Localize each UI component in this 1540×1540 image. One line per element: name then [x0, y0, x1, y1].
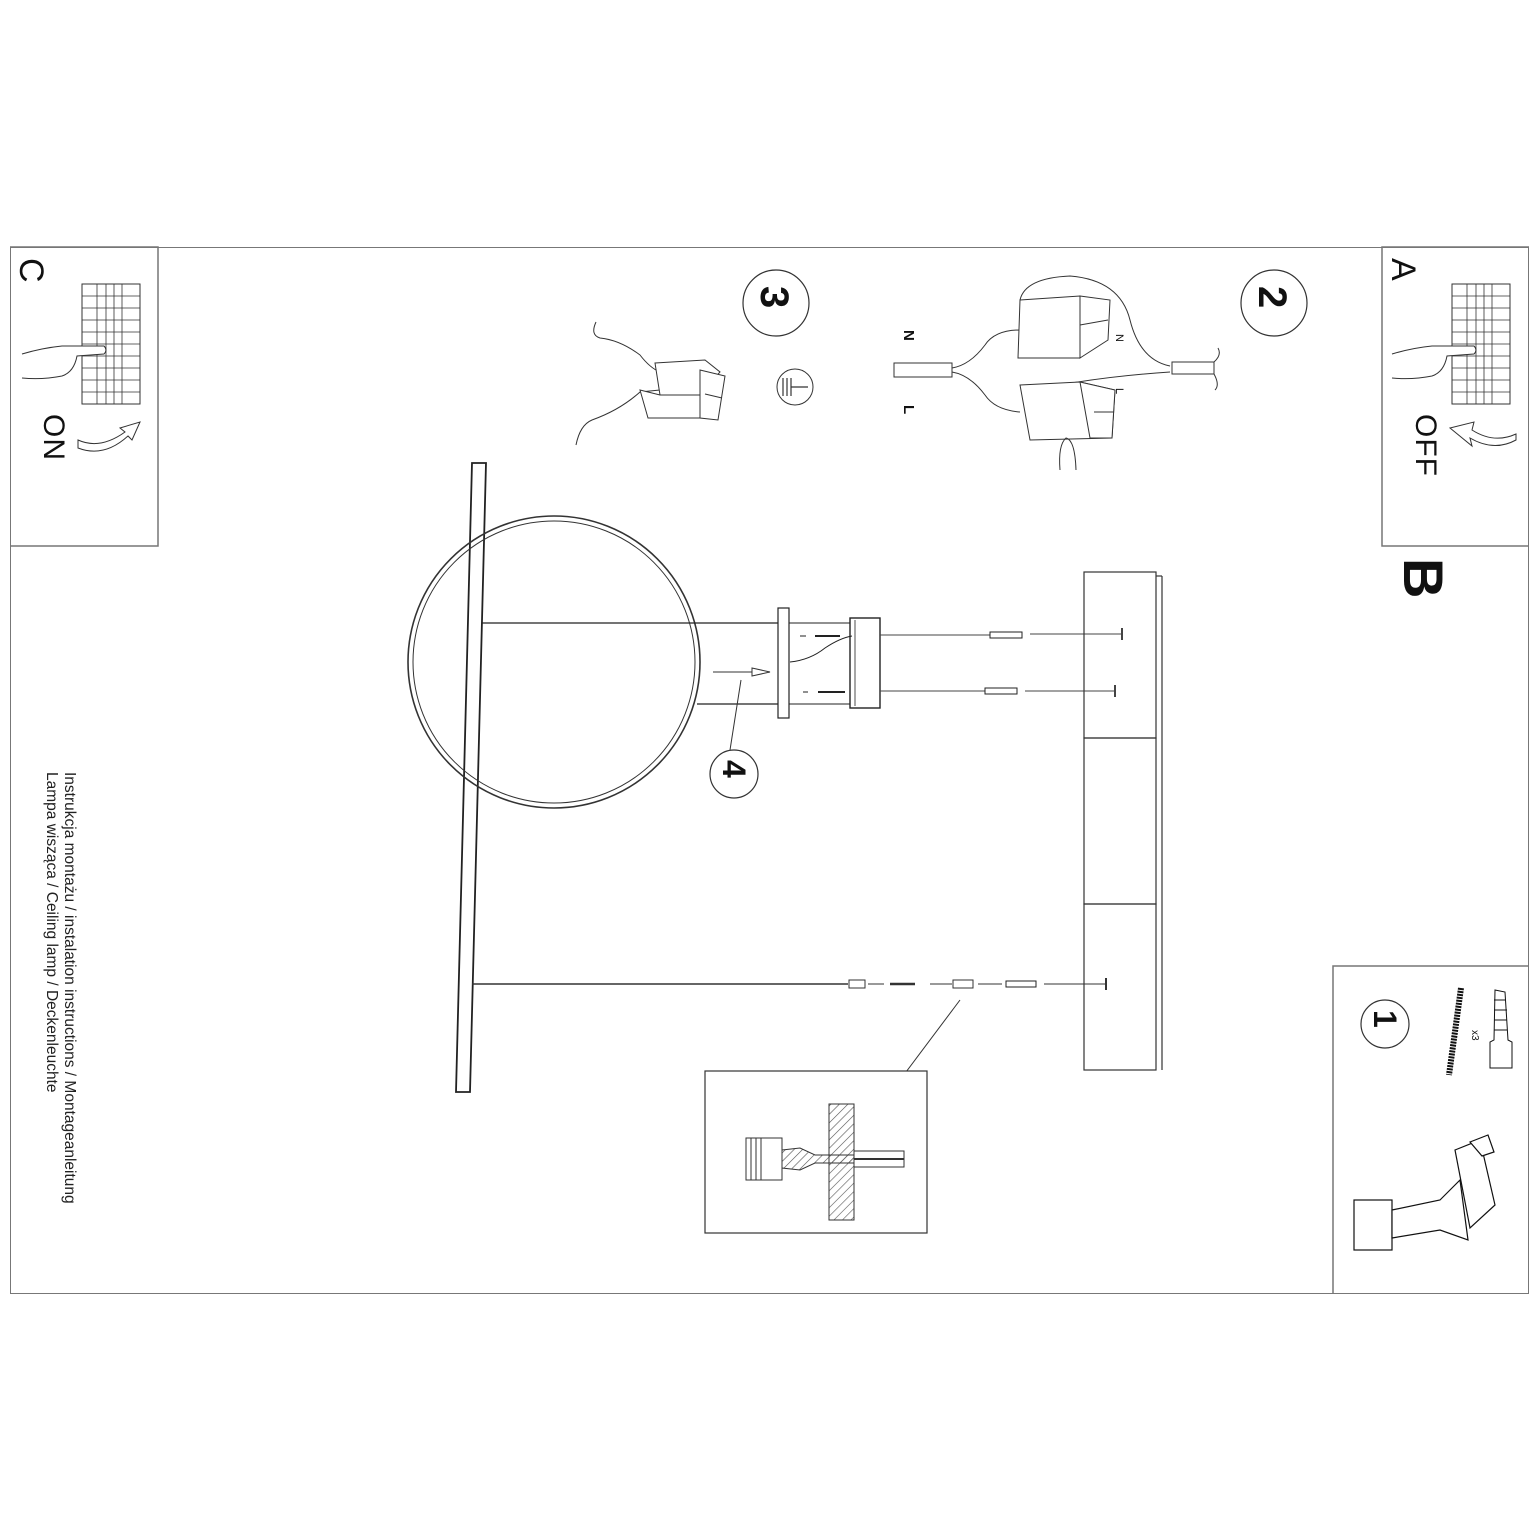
title-line-2: Lampa wisząca / Ceiling lamp / Deckenleu…	[43, 772, 60, 1093]
step-2-circle	[1240, 269, 1308, 337]
step-1-circle	[1360, 999, 1410, 1049]
off-arrow-icon	[1448, 421, 1517, 448]
panel-a-state: OFF	[1409, 414, 1442, 477]
lamp-ring	[407, 515, 701, 809]
panel-a-letter: A	[1384, 258, 1422, 281]
wiring-diagram	[893, 275, 1220, 471]
panel-c-state: ON	[37, 414, 70, 461]
lamp-bar	[455, 462, 487, 1093]
instruction-sheet-frame	[10, 247, 1529, 1294]
ground-symbol-icon	[776, 368, 814, 406]
document-title: Instrukcja montażu / instalation instruc…	[42, 772, 78, 1204]
mounting-arrow-icon	[713, 667, 771, 751]
panel-c-letter: C	[12, 258, 50, 283]
wire-label-l-left: L	[900, 405, 917, 415]
wall-plug-icon	[1489, 989, 1513, 1069]
screw-icon	[1446, 987, 1464, 1076]
step-1-box	[1332, 965, 1529, 1294]
panel-a-box	[1381, 246, 1529, 547]
ceiling-screws	[880, 628, 1123, 697]
drill-icon	[1353, 1134, 1496, 1251]
step-4-circle	[709, 749, 759, 799]
panel-c-box	[10, 246, 159, 547]
step-4-number: 4	[716, 760, 752, 778]
circuit-breaker-icon	[21, 283, 141, 405]
terminal-connector-icon	[575, 321, 726, 446]
step-2-number: 2	[1250, 286, 1294, 309]
wire-label-n-left: N	[900, 330, 917, 341]
title-line-1: Instrukcja montażu / instalation instruc…	[61, 772, 78, 1204]
wire-label-l-right: L	[1113, 388, 1125, 395]
ceiling-slab	[1083, 571, 1163, 1071]
panel-b-letter: B	[1392, 558, 1455, 599]
step-3-circle	[742, 269, 810, 337]
wire-label-n-right: N	[1113, 334, 1125, 342]
step-1-number: 1	[1367, 1010, 1403, 1028]
step-3-number: 3	[752, 286, 796, 309]
circuit-breaker-icon	[1391, 283, 1511, 405]
on-arrow-icon	[77, 421, 141, 452]
canopy-assembly	[482, 607, 881, 719]
wall-plug-detail	[704, 1070, 928, 1234]
quantity-label: x3	[1469, 1030, 1480, 1041]
